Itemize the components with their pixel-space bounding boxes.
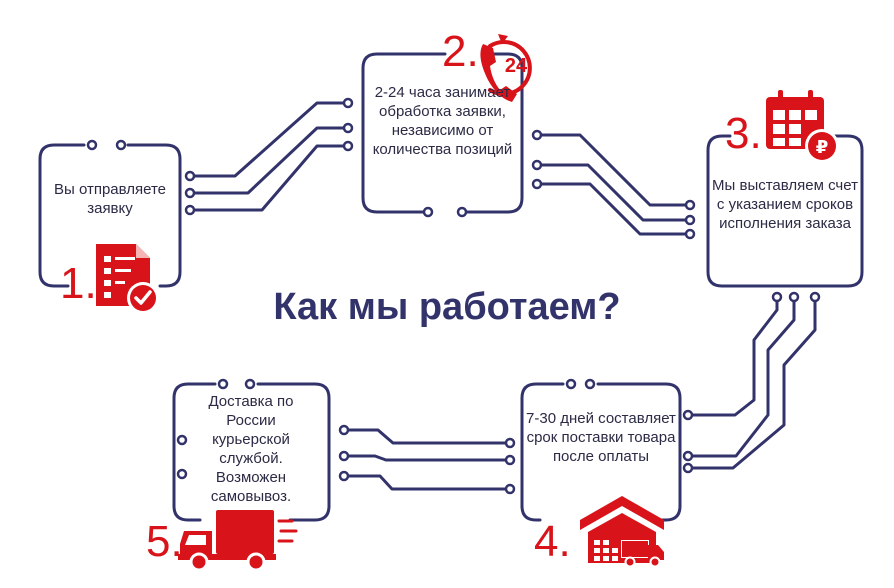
step-5-box (172, 382, 331, 522)
step-2-number: 2. (442, 27, 479, 76)
step-3-number: 3. (725, 109, 762, 158)
step-2-text: 2-24 часа занимает обработка заявки, нез… (372, 84, 513, 158)
step-4-text: 7-30 дней составляет срок поставки товар… (526, 410, 676, 465)
step-1-box (38, 143, 182, 288)
page-title: Как мы работаем? (273, 286, 621, 328)
step-4-box (520, 382, 682, 522)
step-5-number: 5. (146, 517, 183, 566)
step-2-box (361, 52, 524, 214)
step-3-text: Мы выставляем счет с указанием сроков ис… (712, 177, 858, 232)
step-5-text: Доставка по России курьерской службой. В… (208, 393, 294, 505)
warehouse-truck-icon (580, 496, 664, 568)
connector-terminals (86, 97, 821, 495)
step-3-box (706, 134, 864, 288)
phone-24-label: 24 (505, 55, 528, 77)
delivery-truck-icon (178, 510, 298, 572)
connector-traces (188, 101, 817, 491)
calendar-ruble-icon: ₽ (766, 90, 839, 163)
ruble-label: ₽ (816, 137, 829, 158)
phone-24-icon: 24 (480, 34, 532, 102)
document-check-icon (96, 244, 159, 314)
step-1-text: Вы отправляете заявку (53, 181, 167, 217)
step-4-number: 4. (534, 517, 571, 566)
step-1-number: 1. (60, 259, 97, 308)
